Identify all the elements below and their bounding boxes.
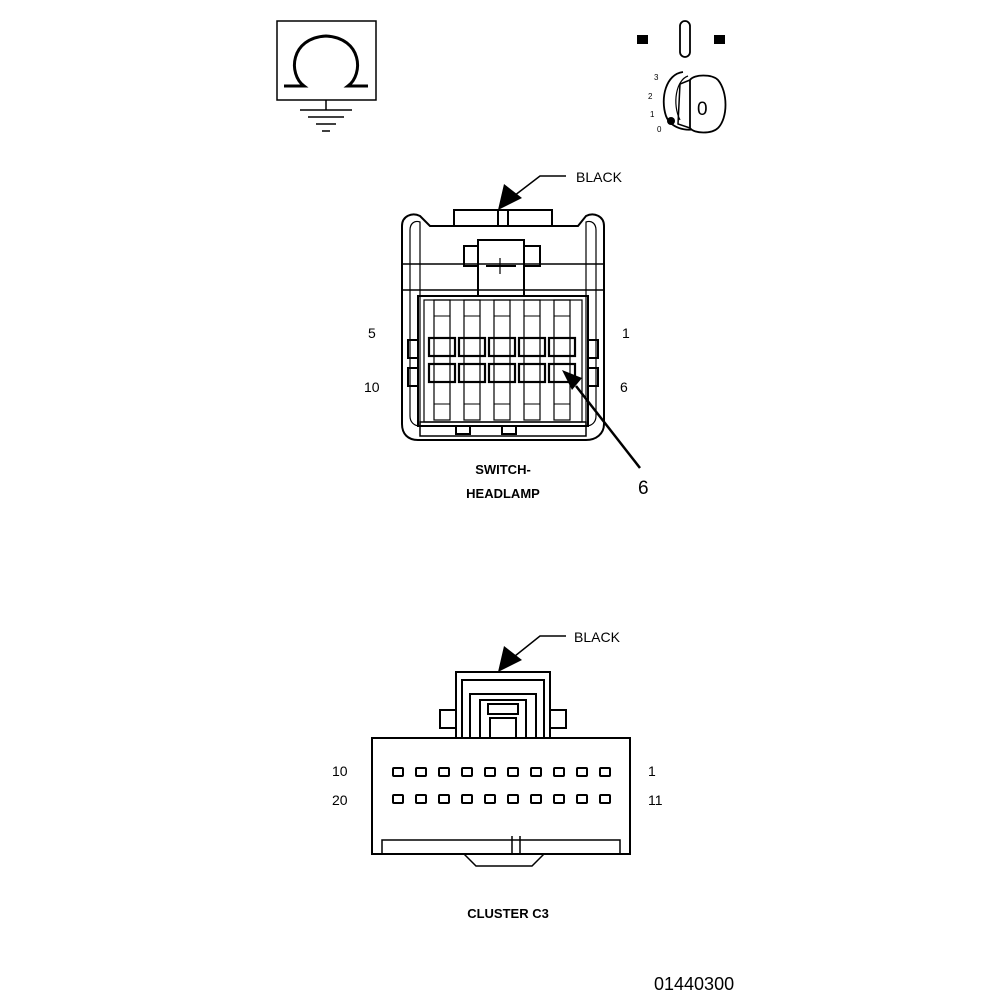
headlamp-name-line1: SWITCH- (475, 462, 531, 477)
terminal-column (517, 299, 547, 421)
ignition-position-3: 3 (654, 73, 659, 82)
headlamp-callout-pin-label: 6 (638, 478, 649, 499)
cluster-pin-1-label: 1 (648, 763, 656, 779)
pin-6-callout-arrow (562, 370, 641, 469)
cluster-pin-grid (392, 767, 611, 804)
ignition-position-2: 2 (648, 92, 653, 101)
cluster-pin-10-label: 10 (332, 763, 348, 779)
headlamp-color-label: BLACK (576, 169, 623, 185)
cluster-c3-connector (371, 635, 631, 867)
headlamp-pin-6-label: 6 (620, 379, 628, 395)
switch-headlamp-connector (401, 175, 605, 441)
terminal-column (457, 299, 487, 421)
terminal-column (427, 299, 457, 421)
terminal-column (547, 299, 577, 421)
ignition-key-icon (637, 20, 727, 134)
headlamp-terminal-grid (427, 299, 577, 421)
cluster-color-label: BLACK (574, 629, 621, 645)
cluster-pin-11-label: 11 (648, 792, 663, 808)
headlamp-pin-1-label: 1 (622, 325, 630, 341)
headlamp-name-line2: HEADLAMP (466, 486, 540, 501)
terminal-column (487, 299, 517, 421)
figure-number: 01440300 (654, 974, 734, 994)
ignition-position-0: 0 (657, 125, 662, 134)
cluster-name-label: CLUSTER C3 (467, 906, 549, 921)
ground-symbol-icon (276, 20, 377, 132)
ignition-key-label: 0 (697, 99, 708, 120)
headlamp-pin-10-label: 10 (364, 379, 380, 395)
cluster-pin-20-label: 20 (332, 792, 348, 808)
headlamp-pin-5-label: 5 (368, 325, 376, 341)
ignition-position-1: 1 (650, 110, 655, 119)
